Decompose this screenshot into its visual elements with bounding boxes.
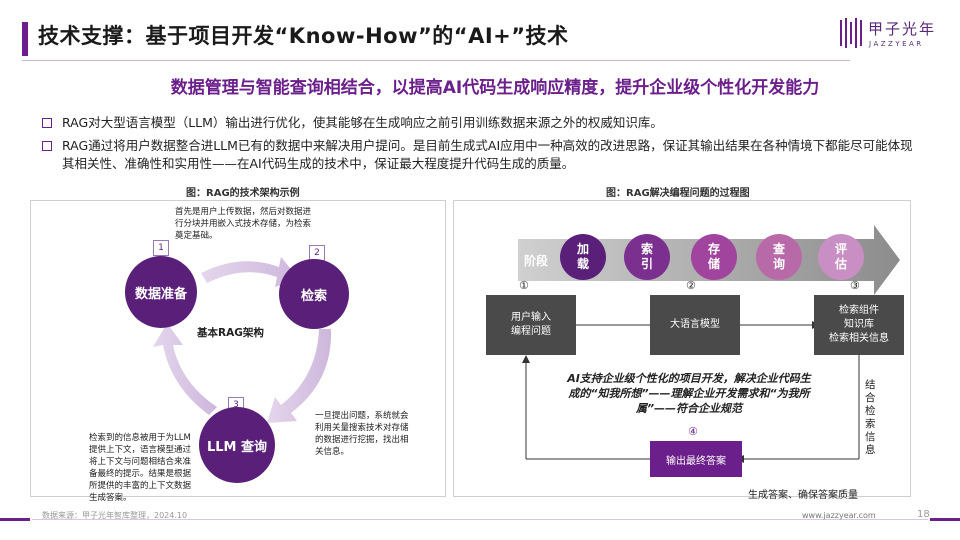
step-number: ② bbox=[686, 279, 696, 292]
note-data-prep: 首先是用户上传数据，然后对数据进行分块并用嵌入式技术存储，为检索奠定基础。 bbox=[175, 207, 312, 241]
logo-text-cn: 甲子光年 bbox=[868, 20, 937, 38]
stage-text: 加载 bbox=[576, 242, 589, 271]
cycle-arrows bbox=[153, 257, 332, 423]
footer-website-link[interactable]: www.jazzyear.com bbox=[802, 511, 876, 520]
enterprise-note: AI支持企业级个性化的项目开发，解决企业代码生成的“知我所想”——理解企业开发需… bbox=[567, 372, 811, 415]
step-number-badge: 1 bbox=[153, 240, 169, 256]
stage-band-label: 阶段 bbox=[524, 254, 549, 268]
step-number: ① bbox=[519, 279, 529, 292]
jazzyear-logo-icon bbox=[840, 18, 862, 48]
bullet-item: RAG通过将用户数据整合进LLM已有的数据中来解决用户提问。是目前生成式AI应用… bbox=[40, 137, 920, 173]
title-accent-bar bbox=[22, 22, 28, 56]
rag-architecture-panel: 1 数据准备 2 检索 3 LLM 查询 基本RAG架构 首先是用户上传数据，然… bbox=[30, 200, 446, 503]
arrow-llm-to-prepare bbox=[153, 323, 217, 415]
rag-process-panel: 阶段 加载 索引 存储 查询 评估 ① 用户输入 编程问题 ② 大语言模型 ③ … bbox=[453, 200, 911, 501]
logo-text-en: JAZZYEAR bbox=[869, 40, 924, 48]
stage-evaluate: 评估 bbox=[818, 234, 864, 280]
retrieval-box: 检索组件 知识库 检索相关信息 bbox=[814, 295, 904, 355]
stage-load: 加载 bbox=[560, 234, 606, 280]
bullet-list: RAG对大型语言模型（LLM）输出进行优化，使其能够在生成响应之前引用训练数据来… bbox=[40, 114, 920, 178]
footer-accent-right bbox=[930, 518, 960, 521]
center-architecture-label: 基本RAG架构 bbox=[197, 327, 264, 339]
page-subtitle: 数据管理与智能查询相结合，以提高AI代码生成响应精度，提升企业级个性化开发能力 bbox=[170, 78, 820, 98]
square-bullet-icon bbox=[42, 141, 52, 151]
step-number: ④ bbox=[688, 425, 698, 438]
page-number: 18 bbox=[917, 509, 930, 520]
step-number: ③ bbox=[850, 279, 860, 292]
bullet-text: RAG通过将用户数据整合进LLM已有的数据中来解决用户提问。是目前生成式AI应用… bbox=[62, 138, 913, 171]
stage-store: 存储 bbox=[691, 234, 737, 280]
right-figure-caption: 图：RAG解决编程问题的过程图 bbox=[606, 188, 750, 199]
llm-box: 大语言模型 bbox=[650, 295, 740, 355]
stage-query: 查询 bbox=[756, 234, 802, 280]
final-answer-box: 输出最终答案 bbox=[650, 441, 742, 477]
combine-retrieval-label: 结合检索信息 bbox=[865, 379, 876, 456]
step-retrieve-circle: 检索 bbox=[279, 259, 349, 329]
answer-quality-caption: 生成答案、确保答案质量 bbox=[748, 490, 858, 501]
stage-text: 评估 bbox=[834, 242, 847, 271]
footer-accent-left bbox=[0, 518, 30, 521]
step-data-prep-circle: 数据准备 bbox=[125, 256, 197, 328]
note-llm-query: 检索到的信息被用于为LLM提供上下文，语言模型通过将上下文与问题相结合来准备最终… bbox=[89, 433, 192, 503]
arrow-retrieve-to-llm bbox=[267, 329, 332, 423]
bullet-text: RAG对大型语言模型（LLM）输出进行优化，使其能够在生成响应之前引用训练数据来… bbox=[62, 115, 663, 130]
brand-logo: 甲子光年 JAZZYEAR bbox=[838, 14, 948, 58]
stage-text: 查询 bbox=[772, 242, 785, 271]
footer-divider bbox=[32, 519, 928, 520]
title-divider bbox=[22, 60, 850, 61]
left-figure-caption: 图：RAG的技术架构示例 bbox=[186, 188, 300, 199]
stage-text: 索引 bbox=[640, 242, 653, 271]
note-retrieve: 一旦提出问题，系统就会利用关量搜索技术对存储的数据进行挖掘，找出相关信息。 bbox=[315, 411, 409, 457]
stage-index: 索引 bbox=[624, 234, 670, 280]
square-bullet-icon bbox=[42, 118, 52, 128]
stage-text: 存储 bbox=[707, 242, 720, 271]
step-llm-query-circle: LLM 查询 bbox=[199, 407, 275, 483]
page-title: 技术支撑：基于项目开发“Know-How”的“AI+”技术 bbox=[38, 24, 569, 48]
bullet-item: RAG对大型语言模型（LLM）输出进行优化，使其能够在生成响应之前引用训练数据来… bbox=[40, 114, 920, 132]
footer-source: 数据来源：甲子光年智库整理，2024.10 bbox=[42, 511, 188, 520]
user-input-box: 用户输入 编程问题 bbox=[486, 295, 576, 355]
arrow-prepare-to-retrieve bbox=[201, 257, 299, 287]
